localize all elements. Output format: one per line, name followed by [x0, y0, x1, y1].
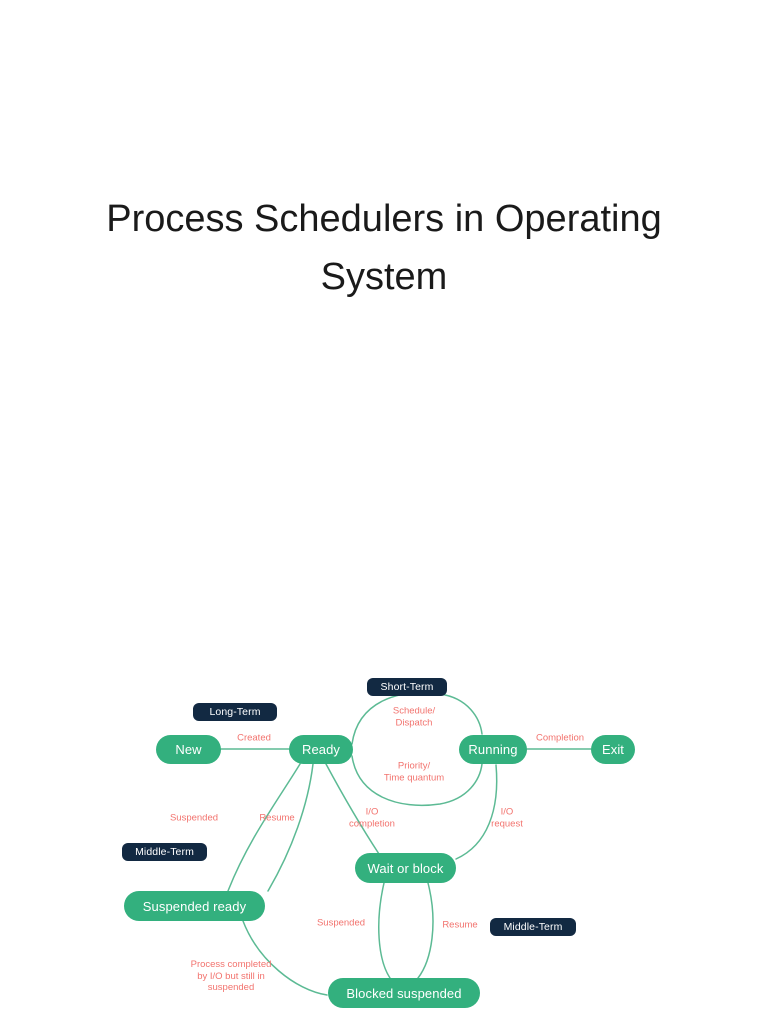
badge-middle-term-right[interactable]: Middle-Term [490, 918, 576, 936]
edge-blocked-suspended-wait [417, 882, 434, 979]
edge-wait-ready [325, 763, 380, 855]
diagram-edges-layer [220, 691, 592, 996]
node-suspended-ready[interactable]: Suspended ready [124, 891, 265, 921]
badge-long-term-label: Long-Term [209, 706, 261, 718]
node-exit[interactable]: Exit [591, 735, 635, 764]
node-blocked-suspended[interactable]: Blocked suspended [328, 978, 480, 1008]
edge-blocked-suspended-susp-ready [242, 920, 328, 996]
edge-label-io-request: I/O request [491, 806, 523, 830]
badge-long-term[interactable]: Long-Term [193, 703, 277, 721]
edge-running-ready-preempt [351, 755, 483, 807]
process-state-diagram: New Ready Running Exit Wait or block Sus… [0, 660, 768, 1024]
badge-middle-term-left[interactable]: Middle-Term [122, 843, 207, 861]
node-ready[interactable]: Ready [289, 735, 353, 764]
node-running[interactable]: Running [459, 735, 527, 764]
edge-suspended-ready-ready [267, 763, 314, 892]
node-exit-label: Exit [601, 742, 625, 757]
badge-middle-term-right-label: Middle-Term [503, 921, 563, 933]
node-wait-or-block[interactable]: Wait or block [355, 853, 456, 883]
node-ready-label: Ready [301, 742, 341, 757]
node-suspended-ready-label: Suspended ready [142, 898, 247, 914]
edge-label-schedule-dispatch: Schedule/ Dispatch [392, 705, 436, 729]
edge-running-wait [455, 764, 498, 860]
node-new[interactable]: New [156, 735, 221, 764]
edge-label-resume-ready-path: Resume [259, 812, 295, 824]
badge-short-term[interactable]: Short-Term [367, 678, 447, 696]
node-running-label: Running [468, 742, 518, 757]
edge-label-suspended-wait-path: Suspended [316, 917, 366, 929]
edge-label-resume-blocked-path: Resume [442, 919, 478, 931]
badge-middle-term-left-label: Middle-Term [135, 846, 194, 858]
edge-wait-blocked-suspended [378, 882, 391, 979]
edge-label-process-completed-io: Process completed by I/O but still in su… [190, 958, 272, 993]
page-title: Process Schedulers in Operating System [106, 198, 662, 298]
edge-label-priority-time-quantum: Priority/ Time quantum [383, 760, 445, 784]
badge-short-term-label: Short-Term [380, 681, 434, 693]
edge-label-io-completion: I/O completion [349, 806, 395, 830]
edge-label-completion: Completion [535, 732, 585, 744]
node-blocked-suspended-label: Blocked suspended [346, 985, 462, 1001]
edge-ready-suspended-ready [227, 763, 301, 892]
node-wait-or-block-label: Wait or block [367, 860, 444, 876]
edge-label-created: Created [237, 732, 271, 744]
edge-label-suspended-ready-path: Suspended [169, 812, 219, 824]
node-new-label: New [175, 742, 202, 757]
